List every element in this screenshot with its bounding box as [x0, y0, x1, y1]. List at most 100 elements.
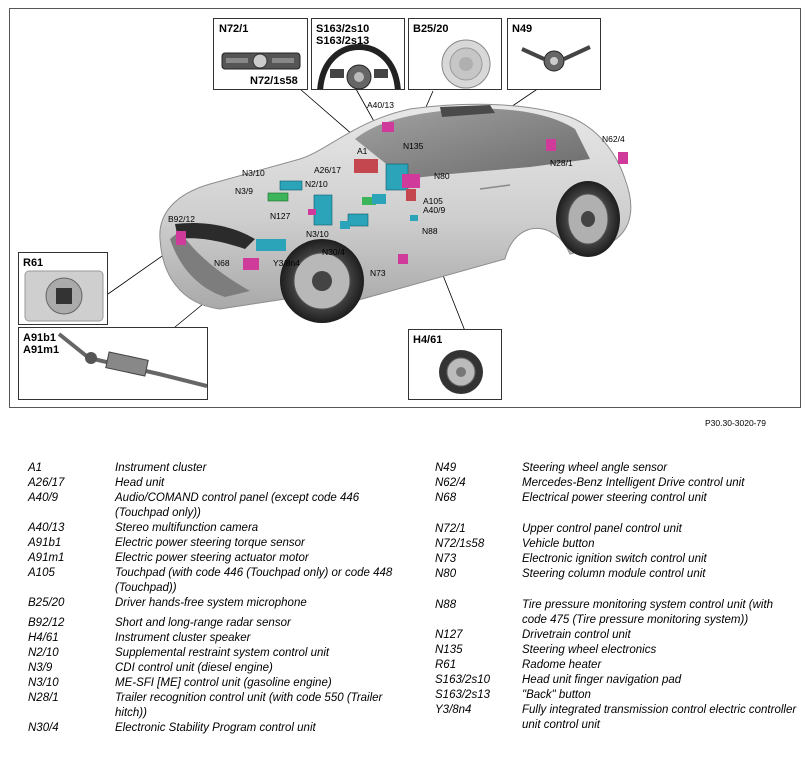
legend-description: Driver hands-free system microphone — [115, 597, 307, 609]
legend-code: A40/9 — [28, 492, 59, 504]
legend-code: N127 — [435, 629, 463, 641]
legend-description: Supplemental restraint system control un… — [115, 647, 330, 659]
callout-label: N68 — [214, 258, 230, 268]
inset-title: H4/61 — [413, 334, 443, 346]
legend-description: Head unit — [115, 477, 165, 489]
legend-description: Electronic Stability Program control uni… — [115, 722, 316, 734]
callout-label: B92/12 — [168, 214, 195, 224]
legend-description: Head unit finger navigation pad — [522, 674, 682, 686]
callout-label: N80 — [434, 171, 450, 181]
vehicle-diagram: A40/13 N135 A1 N80 N62/4 N28/1 N3/10 A26… — [107, 74, 632, 332]
inset-title: N72/1 — [219, 23, 249, 35]
control-panel-icon — [221, 52, 301, 70]
legend-description: Instrument cluster speaker — [115, 632, 251, 644]
legend-row: A40/9 Audio/COMAND control panel (except … — [28, 491, 418, 521]
legend-row: B25/20 Driver hands-free system microphon… — [28, 596, 418, 611]
components — [176, 122, 628, 270]
callout-label: N30/4 — [322, 247, 345, 257]
callout-label: N73 — [370, 268, 386, 278]
speaker-icon — [439, 350, 483, 394]
legend-row: H4/61 Instrument cluster speaker — [28, 631, 418, 646]
radome-icon — [24, 270, 104, 322]
legend-code: H4/61 — [28, 632, 59, 644]
inset-title: B25/20 — [413, 23, 449, 35]
legend-description: Audio/COMAND control panel (except code … — [115, 492, 360, 519]
legend-code: N68 — [435, 492, 457, 504]
legend-description: Steering wheel angle sensor — [522, 462, 668, 474]
legend-code: N28/1 — [28, 692, 59, 704]
inset-a91: A91b1 A91m1 — [18, 327, 208, 400]
legend-row: N28/1 Trailer recognition control unit (w… — [28, 691, 418, 721]
inset-n72-1: N72/1 N72/1s58 — [213, 18, 308, 90]
callout-label: N62/4 — [602, 134, 625, 144]
legend-code: A40/13 — [28, 522, 65, 534]
angle-sensor-icon — [521, 45, 591, 72]
callout-label: N3/9 — [235, 186, 253, 196]
legend-row: N49 Steering wheel angle sensor — [435, 461, 805, 476]
legend-code: S163/2s10 — [435, 674, 490, 686]
legend-description: "Back" button — [522, 689, 591, 701]
legend-code: Y3/8n4 — [435, 704, 472, 716]
legend-description: Radome heater — [522, 659, 602, 671]
legend-description: Fully integrated transmission control el… — [522, 704, 797, 731]
callout-label: N135 — [403, 141, 424, 151]
legend-code: A1 — [28, 462, 43, 474]
callout-label: N3/10 — [306, 229, 329, 239]
legend-code: N135 — [435, 644, 463, 656]
inset-title-1: A91b1 — [23, 332, 57, 344]
inset-title-2: A91m1 — [23, 344, 60, 356]
callout-label: A40/9 — [423, 205, 445, 215]
inset-h4-61: H4/61 — [408, 329, 502, 400]
callout-labels: A40/13 N135 A1 N80 N62/4 N28/1 N3/10 A26… — [168, 100, 625, 278]
callout-label: Y3/8n4 — [273, 258, 300, 268]
legend-description: Tire pressure monitoring system control … — [522, 599, 774, 626]
legend-code: A26/17 — [28, 477, 65, 489]
legend-row: N30/4 Electronic Stability Program contro… — [28, 721, 418, 736]
legend-code: B92/12 — [28, 617, 65, 629]
legend-row: N3/9 CDI control unit (diesel engine) — [28, 661, 418, 676]
diagram-frame: A40/13 N135 A1 N80 N62/4 N28/1 N3/10 A26… — [9, 8, 801, 408]
legend-code: A91m1 — [28, 552, 65, 564]
legend-code: N62/4 — [435, 477, 466, 489]
legend-code: B25/20 — [28, 597, 65, 609]
legend-description: Upper control panel control unit — [522, 523, 682, 535]
legend-code: S163/2s13 — [435, 689, 490, 701]
legend-description: Trailer recognition control unit (with c… — [115, 692, 383, 719]
steering-rack-icon — [57, 332, 207, 388]
legend-code: A105 — [28, 567, 55, 579]
legend-description: Short and long-range radar sensor — [115, 617, 291, 629]
callout-label: A1 — [357, 146, 368, 156]
callout-label: N88 — [422, 226, 438, 236]
inset-r61: R61 — [18, 252, 108, 325]
legend-row: N62/4 Mercedes-Benz Intelligent Drive con… — [435, 476, 805, 491]
legend-row: A91m1 Electric power steering actuator mo… — [28, 551, 418, 566]
legend-code: N30/4 — [28, 722, 59, 734]
legend-description: Instrument cluster — [115, 462, 207, 474]
legend-description: Mercedes-Benz Intelligent Drive control … — [522, 477, 745, 489]
callout-label: A40/13 — [367, 100, 394, 110]
inset-b25-20: B25/20 — [408, 18, 502, 90]
legend-description: Drivetrain control unit — [522, 629, 631, 641]
callout-label: N3/10 — [242, 168, 265, 178]
legend-code: N49 — [435, 462, 457, 474]
legend-description: Electric power steering actuator motor — [115, 552, 309, 564]
legend-code: N72/1s58 — [435, 538, 485, 550]
legend-code: N3/9 — [28, 662, 53, 674]
legend-code: A91b1 — [28, 537, 62, 549]
legend-description: CDI control unit (diesel engine) — [115, 662, 273, 674]
legend-code: N73 — [435, 553, 457, 565]
legend-description: Vehicle button — [522, 538, 595, 550]
inset-subtitle: N72/1s58 — [250, 75, 298, 87]
inset-n49: N49 — [507, 18, 601, 90]
legend-description: Steering wheel electronics — [522, 644, 657, 656]
